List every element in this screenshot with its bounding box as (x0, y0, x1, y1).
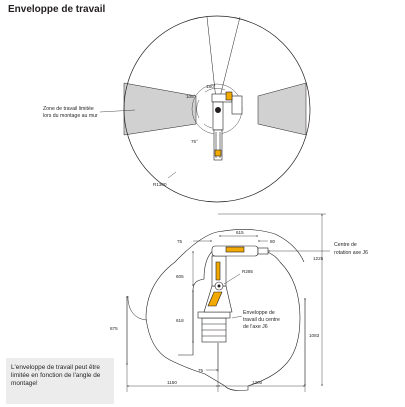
limited-zone-right (257, 82, 307, 136)
dim-1300: 1300 (252, 380, 263, 385)
limited-zone-left (123, 82, 197, 136)
dim-80: 80 (270, 239, 276, 244)
radius-r1300-label: R1300 (153, 182, 167, 187)
j6-envelope-label-line1: Enveloppe de (243, 310, 275, 316)
robot-side-view (197, 245, 269, 343)
dim-75-bottom: 75 (198, 368, 204, 373)
limited-zone-label-line2: lors du montage au mur (43, 113, 98, 119)
j6-envelope-label-line2: travail du centre (243, 317, 280, 323)
page-title: Enveloppe de travail (8, 4, 106, 15)
radius-r285-label: R285 (242, 269, 253, 274)
angle-180-label: 180° (206, 84, 216, 89)
dim-875: 875 (110, 326, 118, 331)
limited-zone-label-line1: Zone de travail limitée (43, 106, 94, 112)
angle-105-label: 105° (186, 94, 196, 99)
work-envelope-circle (123, 15, 311, 203)
dim-618: 618 (176, 318, 184, 323)
dim-75-top: 75 (177, 239, 183, 244)
top-view: 180° 105° 75° R1300 Zone de travail limi… (43, 15, 311, 203)
dim-605: 605 (176, 274, 184, 279)
side-view: 615 75 80 1225 605 618 875 1083 75 1150 … (110, 213, 368, 392)
angle-75-label: 75° (191, 139, 198, 144)
j6-center-label-line1: Centre de (334, 242, 357, 248)
j6-center-label-line2: rotation axe J6 (334, 250, 368, 256)
mounting-angle-note: L'enveloppe de travail peut être limitée… (6, 358, 114, 404)
j6-envelope-label-line3: de l'axe J6 (243, 324, 268, 330)
dim-1225: 1225 (313, 256, 324, 261)
dim-615: 615 (236, 230, 244, 235)
robot-top-view (211, 91, 243, 161)
dim-1083: 1083 (309, 333, 320, 338)
dim-1150: 1150 (167, 380, 177, 385)
